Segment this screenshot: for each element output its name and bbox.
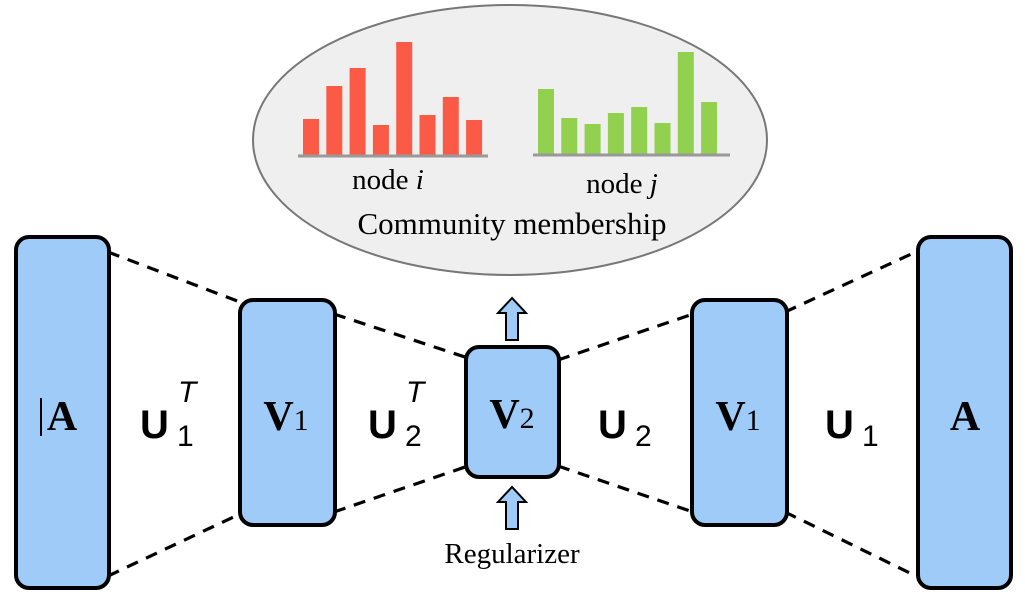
node-j-label: node j — [586, 168, 658, 200]
community-ellipse — [252, 4, 768, 276]
node-i-bar-8 — [466, 120, 483, 155]
svg-text:T: T — [178, 376, 199, 409]
decoder-v1-block — [690, 298, 789, 527]
decoder-v1-label: V1 — [715, 394, 760, 440]
connector-a-v1-top — [107, 250, 241, 304]
svg-text:1: 1 — [862, 420, 879, 453]
regularizer-label: Regularizer — [444, 538, 580, 570]
node-j-bar-3 — [584, 124, 601, 154]
node-j-bar-6 — [654, 123, 671, 154]
bottleneck-v2-block — [464, 345, 561, 479]
node-j-bar-8 — [701, 102, 718, 154]
input-matrix-a-block — [14, 235, 111, 590]
input-matrix-a-label: A — [47, 394, 78, 440]
encoder-v1-label: V1 — [263, 394, 308, 440]
up-arrow-to-membership-icon — [495, 296, 529, 341]
output-matrix-a-block — [916, 235, 1013, 590]
node-i-bar-4 — [372, 125, 389, 155]
node-j-bar-4 — [607, 113, 624, 154]
operator-u1: U 1 — [825, 403, 879, 453]
node-j-bar-chart — [538, 52, 718, 154]
operator-u2-transpose: U 2 T — [368, 376, 427, 453]
svg-text:1: 1 — [177, 420, 194, 453]
svg-text:T: T — [406, 376, 427, 409]
connector-v1-v2-top — [333, 312, 469, 360]
operator-u2: U 2 — [598, 403, 652, 453]
svg-text:U: U — [598, 403, 627, 447]
connector-v1-a-bottom — [784, 510, 921, 580]
connector-v2-v1-bottom — [557, 464, 694, 514]
community-membership-caption: Community membership — [357, 206, 666, 241]
node-i-bar-1 — [303, 119, 319, 155]
svg-text:U: U — [140, 403, 169, 447]
node-i-bar-3 — [349, 68, 366, 155]
node-i-bar-chart — [303, 42, 483, 155]
node-j-bar-5 — [631, 107, 648, 154]
encoder-v1-block — [238, 298, 337, 527]
node-i-bar-5 — [396, 42, 413, 155]
node-j-bar-7 — [677, 52, 694, 154]
node-i-bar-6 — [419, 115, 436, 155]
node-i-bar-7 — [442, 97, 459, 155]
node-j-bar-2 — [561, 118, 578, 154]
connector-v1-v2-bottom — [333, 464, 469, 514]
operator-u1-transpose: U 1 T — [140, 376, 199, 453]
connector-v2-v1-top — [557, 312, 694, 362]
svg-text:2: 2 — [635, 420, 652, 453]
bottleneck-v2-label: V2 — [489, 392, 534, 438]
node-i-label: node i — [352, 164, 424, 196]
node-i-bar-2 — [326, 86, 343, 155]
svg-text:U: U — [825, 403, 854, 447]
output-matrix-a-label: A — [950, 394, 981, 440]
svg-text:U: U — [368, 403, 397, 447]
connector-a-v1-bottom — [107, 512, 241, 578]
node-j-bar-1 — [538, 89, 554, 154]
connector-v1-a-top — [784, 248, 921, 314]
svg-text:2: 2 — [405, 420, 422, 453]
up-arrow-from-regularizer-icon — [495, 485, 529, 530]
